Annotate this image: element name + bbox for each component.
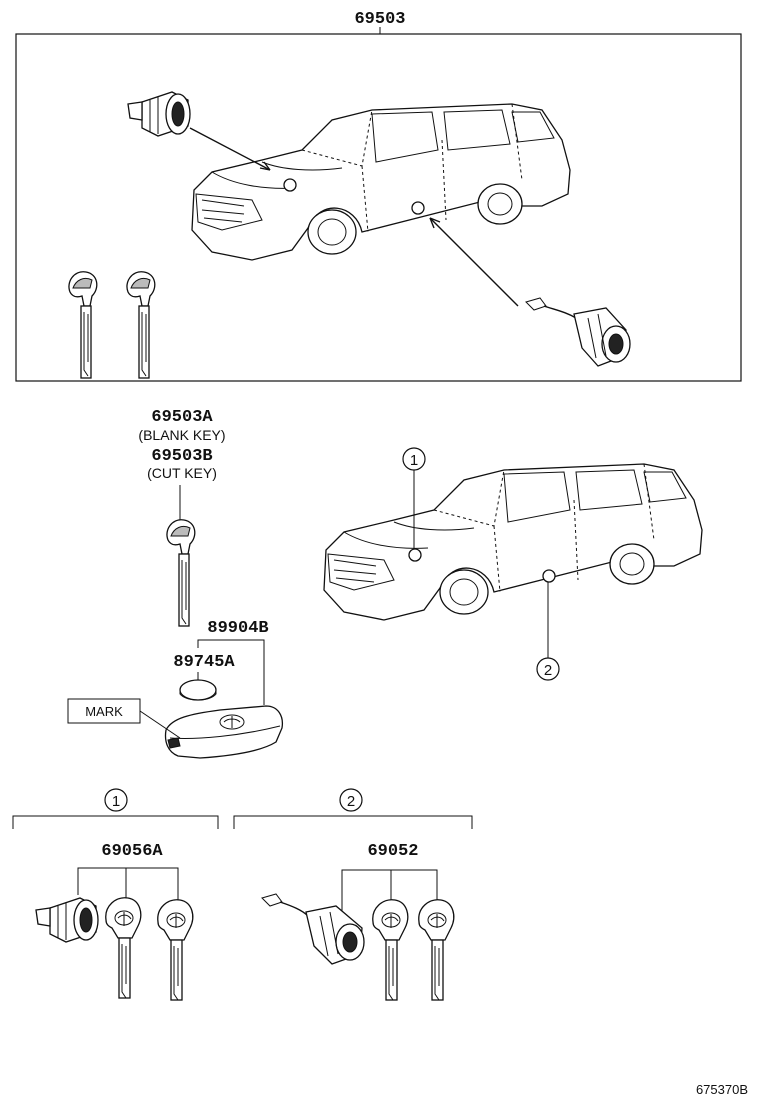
battery-cell: [179, 679, 217, 701]
group-1-key-1: [105, 897, 142, 999]
single-key: [166, 519, 196, 627]
group-2-key-2: [418, 899, 455, 1001]
group-1-callout: [104, 788, 128, 812]
locator-vehicle: [323, 463, 703, 621]
mark-leader: [139, 710, 181, 739]
transmitter-number: 89904B: [207, 619, 268, 638]
kit-arrow-2: [429, 217, 519, 307]
group-2-callout: [339, 788, 363, 812]
group-2-number: 69052: [367, 842, 418, 861]
mark-label: MARK: [85, 704, 123, 719]
kit-door-point: [411, 201, 425, 215]
cut-key-number: 69503B: [151, 447, 212, 466]
cut-key-desc: (CUT KEY): [147, 465, 217, 481]
group-2-key-1: [372, 899, 409, 1001]
group-2-door-cylinder: [261, 893, 365, 965]
mark-box: [67, 698, 141, 724]
group-1-ignition-cylinder: [35, 897, 99, 943]
blank-key-number: 69503A: [151, 408, 213, 427]
kit-arrow-1: [189, 127, 271, 171]
battery-number: 89745A: [173, 653, 235, 672]
blank-key-desc: (BLANK KEY): [138, 427, 225, 443]
kit-number: 69503: [354, 10, 405, 29]
kit-border: [15, 33, 742, 382]
transmitter-fob: [164, 705, 284, 759]
kit-key-1: [68, 271, 98, 379]
locator-door-point: [542, 569, 556, 583]
group-1-callout-label: 1: [112, 793, 120, 810]
diagram-id: 675370B: [696, 1082, 748, 1097]
kit-key-2: [126, 271, 156, 379]
group-2-bracket: [233, 815, 473, 829]
kit-vehicle: [191, 103, 571, 261]
group-2-callout-label: 2: [347, 793, 355, 810]
battery-edge: [179, 690, 217, 701]
locator-hood-point: [408, 548, 422, 562]
group-1-bracket: [12, 815, 219, 829]
group-1-number: 69056A: [101, 842, 163, 861]
kit-ignition-cylinder: [127, 91, 191, 137]
kit-hood-point: [283, 178, 297, 192]
kit-door-cylinder: [525, 297, 631, 367]
transmitter-bracket: [197, 639, 265, 705]
group-1-key-2: [157, 899, 194, 1001]
callout-2-top-label: 2: [544, 662, 552, 679]
group-2-leaders: [341, 869, 438, 920]
callout-1-top-label: 1: [410, 452, 418, 469]
